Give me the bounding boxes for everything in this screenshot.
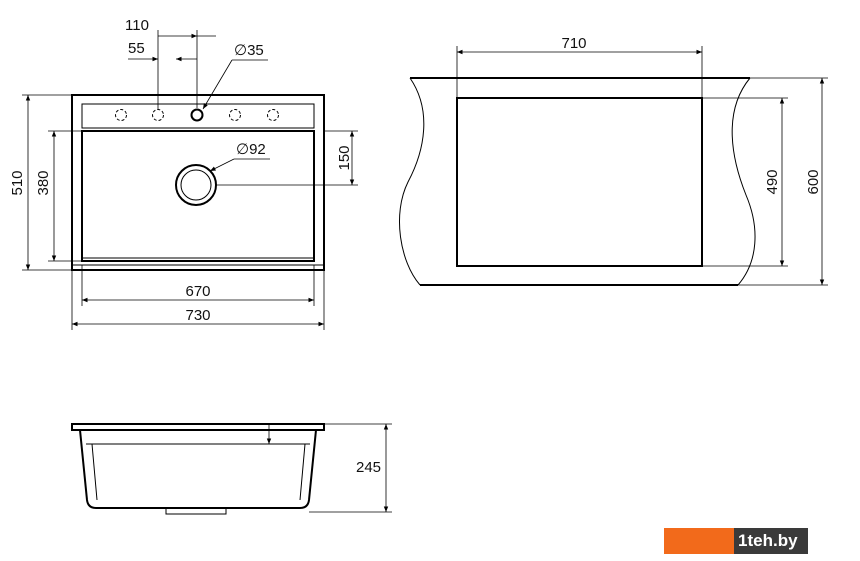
tap-hole-2 bbox=[152, 109, 164, 121]
tap-hole-5 bbox=[267, 109, 279, 121]
tap-hole-main bbox=[190, 108, 204, 122]
dim-hole-spacing-110: 110 bbox=[125, 17, 149, 34]
brand-prefix: 1 bbox=[738, 531, 748, 550]
tap-deck-outline bbox=[81, 103, 315, 129]
worktop-break-right bbox=[731, 77, 756, 286]
bowl-outline bbox=[81, 130, 315, 262]
dim-hole-spacing-55: 55 bbox=[128, 40, 145, 57]
worktop-break-left bbox=[398, 77, 425, 286]
tap-hole-1 bbox=[115, 109, 127, 121]
tap-hole-4 bbox=[229, 109, 241, 121]
side-drain-outlet bbox=[165, 507, 227, 515]
side-view: 245 bbox=[71, 423, 392, 515]
sink-outer-outline bbox=[71, 94, 325, 271]
brand-name: teh.by bbox=[747, 531, 798, 550]
dim-bowl-height: 245 bbox=[356, 459, 381, 476]
brand-logo: 1 teh.by bbox=[734, 528, 808, 554]
drain-inner bbox=[180, 169, 212, 201]
dim-overall-depth: 510 bbox=[9, 170, 26, 195]
dim-cabinet-width: 710 bbox=[561, 35, 586, 52]
top-view: 110 55 ∅35 ∅92 150 510 380 670 bbox=[9, 17, 358, 330]
side-rim bbox=[71, 423, 325, 431]
dim-tap-hole-diameter: ∅35 bbox=[234, 42, 264, 59]
dim-drain-diameter: ∅92 bbox=[236, 141, 266, 158]
brand-accent-bar bbox=[664, 528, 734, 554]
dim-bowl-depth: 380 bbox=[35, 170, 52, 195]
cutout-rectangle bbox=[456, 97, 703, 267]
dim-drain-offset: 150 bbox=[336, 145, 353, 170]
dim-bowl-width: 670 bbox=[185, 283, 210, 300]
dim-cutout-depth: 490 bbox=[764, 169, 781, 194]
dim-overall-width: 730 bbox=[185, 307, 210, 324]
side-bowl-outer bbox=[79, 429, 317, 509]
brand-watermark: 1 teh.by bbox=[664, 528, 808, 554]
dim-worktop-depth: 600 bbox=[805, 169, 822, 194]
cutout-view: 710 490 600 bbox=[398, 35, 828, 286]
